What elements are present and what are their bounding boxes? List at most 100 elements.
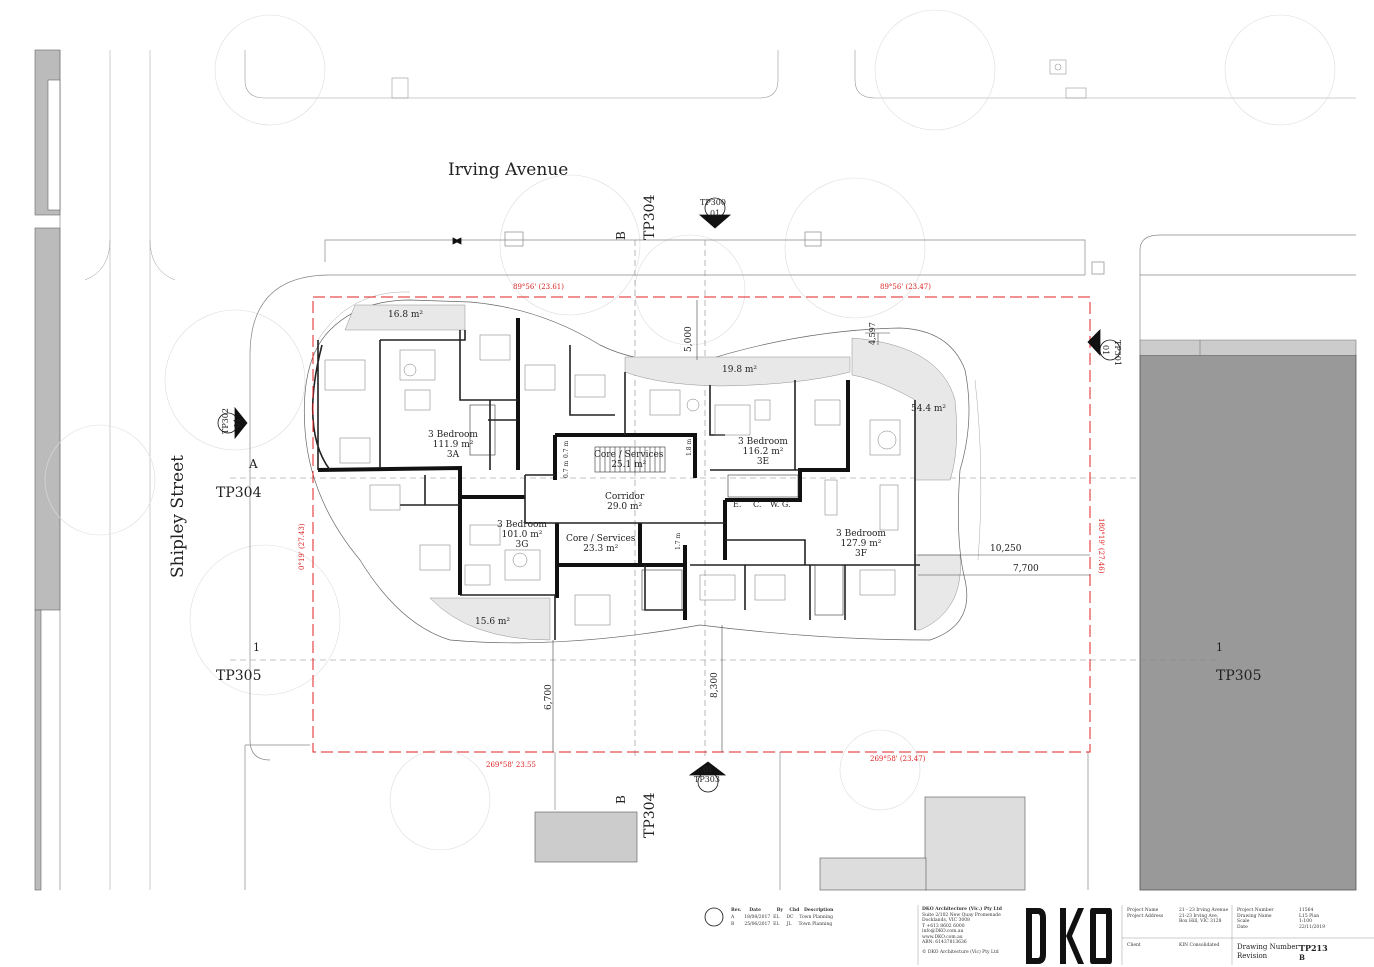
service-label-e: E. <box>733 500 742 509</box>
room-3f: 3 Bedroom 127.9 m² 3F <box>836 529 886 559</box>
dimension-6700: 6,700 <box>544 684 554 710</box>
project-labels: Project Name Project Address <box>1127 908 1163 919</box>
section-ref-tp304-bottom: TP304 <box>642 792 658 838</box>
drawing-name: L15 Plan <box>1299 913 1320 919</box>
marker-tp303-number: 01 <box>703 765 714 774</box>
dim-1-7: 1.7 m <box>675 532 682 550</box>
dim-1-8: 1.8 m <box>686 438 693 456</box>
company-line: ABN: 61437813636 <box>922 940 967 945</box>
core-services-south: Core / Services 23.3 m² <box>566 534 635 554</box>
marker-tp301: TP301 <box>1113 340 1122 366</box>
room-area: 127.9 m² <box>840 539 882 549</box>
dim-0-7-a: 0.7 m <box>563 460 570 478</box>
scale-value: 1:100 <box>1299 919 1312 924</box>
drawing-number: TP213 <box>1299 943 1328 953</box>
date-value: 22/11/2019 <box>1299 924 1325 930</box>
corridor: Corridor 29.0 m² <box>605 492 644 512</box>
slab-outline <box>303 299 970 644</box>
scale-label: Scale <box>1237 919 1250 924</box>
section-letter-a: A <box>249 457 258 471</box>
rev-cell: EL <box>773 915 780 920</box>
room-name: 3 Bedroom <box>428 430 478 440</box>
service-label-c: C. <box>753 500 762 509</box>
project-address: 21 - 23 Irving Avenue 21-23 Irving Ave, … <box>1179 908 1228 925</box>
dimension-10250: 10,250 <box>990 544 1022 554</box>
drawing-name-label: Drawing Name <box>1237 913 1272 919</box>
room-area: 23.3 m² <box>583 544 619 554</box>
rev-cell: DC <box>786 915 794 920</box>
company-details: DKO Architecture (Vic.) Pty Ltd Suite 2/… <box>922 907 1002 955</box>
section-ref-tp305-right: TP305 <box>1216 668 1262 684</box>
boundary-label-top-left: 89°56' (23.61) <box>513 283 564 291</box>
boundary-label-top-right: 89°56' (23.47) <box>880 283 931 291</box>
dimension-4597: 4,597 <box>868 322 877 345</box>
room-area: 116.2 m² <box>742 447 784 457</box>
title-boundary <box>312 296 1091 753</box>
rev-cell: A <box>731 915 735 920</box>
project-number: 11564 <box>1299 908 1314 913</box>
rev-header: Description <box>804 908 834 913</box>
room-area: 111.9 m² <box>432 440 474 450</box>
core-services-north: Core / Services 25.1 m² <box>594 450 663 470</box>
room-code: 3E <box>756 457 770 467</box>
address-line: Box Hill, VIC 3128 <box>1179 919 1222 924</box>
street-shipley-street: Shipley Street <box>168 455 188 578</box>
section-ref-tp305-left: TP305 <box>216 668 262 684</box>
section-number-1-right: 1 <box>1216 641 1223 654</box>
room-3e: 3 Bedroom 116.2 m² 3E <box>738 437 788 467</box>
rev-header: Date <box>749 908 761 913</box>
room-name: Corridor <box>605 492 645 502</box>
room-code: 3F <box>854 549 867 559</box>
company-line: T +613 8602 6000 <box>922 923 965 929</box>
revision-label: Revision <box>1237 952 1268 960</box>
boundary-label-bottom-left: 269°58' 23.55 <box>486 761 536 769</box>
company-line: Docklands, VIC 3008 <box>922 918 970 923</box>
section-letter-b-top: B <box>614 231 628 240</box>
project-meta-values: 11564 L15 Plan 1:100 22/11/2019 <box>1299 908 1325 930</box>
dim-0-7-b: 0.7 m <box>563 440 570 458</box>
rev-cell: JL <box>786 922 792 927</box>
project-address-label: Project Address <box>1127 913 1164 919</box>
section-number-1-left: 1 <box>253 641 260 654</box>
rev-cell: 25/06/2017 <box>744 922 771 927</box>
company-line: www.DKO.com.au <box>922 934 963 940</box>
room-code: 3G <box>515 540 529 550</box>
room-name: 3 Bedroom <box>836 529 886 539</box>
company-line: Suite 2/102 New Quay Promenade <box>922 912 1001 918</box>
rev-cell: 18/08/2017 <box>744 915 771 920</box>
marker-tp300-number: 01 <box>710 209 721 218</box>
terrace-area-2: 19.8 m² <box>722 365 758 375</box>
boundary-label-bottom-right: 269°58' (23.47) <box>870 755 926 763</box>
dimension-7700: 7,700 <box>1013 564 1039 574</box>
rev-header: Chd <box>789 908 800 913</box>
marker-tp303: TP303 <box>694 775 720 784</box>
section-ref-tp304-left: TP304 <box>216 485 262 501</box>
marker-tp302: TP302 <box>221 408 230 434</box>
rev-row-a: A 18/08/2017 EL DC Town Planning <box>731 915 833 921</box>
drawing-number-label: Drawing Number <box>1237 943 1299 951</box>
room-name: 3 Bedroom <box>497 520 547 530</box>
section-letter-b-bottom: B <box>614 795 628 804</box>
rev-row-b: B 25/06/2017 EL JL Town Planning <box>731 922 832 928</box>
dko-logo <box>1026 908 1112 964</box>
neighbour-building <box>1139 354 1357 891</box>
revision-value: B <box>1299 953 1305 962</box>
room-3g: 3 Bedroom 101.0 m² 3G <box>497 520 547 550</box>
rev-cell: Town Planning <box>799 915 834 920</box>
company-line: info@DKO.com.au <box>922 929 964 934</box>
rev-table-header: Rev. Date By Chd Description <box>731 908 833 914</box>
marker-tp301-number: 01 <box>1101 345 1110 356</box>
terrace-area-1: 16.8 m² <box>388 310 424 320</box>
rev-header: By <box>776 908 784 913</box>
rev-cell: EL <box>773 922 780 927</box>
service-label-wg: W. G. <box>770 500 791 509</box>
marker-tp302-number: 01 <box>233 417 242 428</box>
terrace-area-4: 15.6 m² <box>475 617 511 627</box>
boundary-label-left: 0°19' (27.43) <box>298 523 306 570</box>
room-area: 101.0 m² <box>501 530 543 540</box>
company-line: DKO Architecture (Vic.) Pty Ltd <box>922 907 1002 912</box>
room-code: 3A <box>446 450 460 460</box>
marker-tp300: TP300 <box>700 198 726 207</box>
project-meta-labels: Project Number Drawing Name Scale Date <box>1237 908 1274 930</box>
rev-header: Rev. <box>731 908 742 913</box>
